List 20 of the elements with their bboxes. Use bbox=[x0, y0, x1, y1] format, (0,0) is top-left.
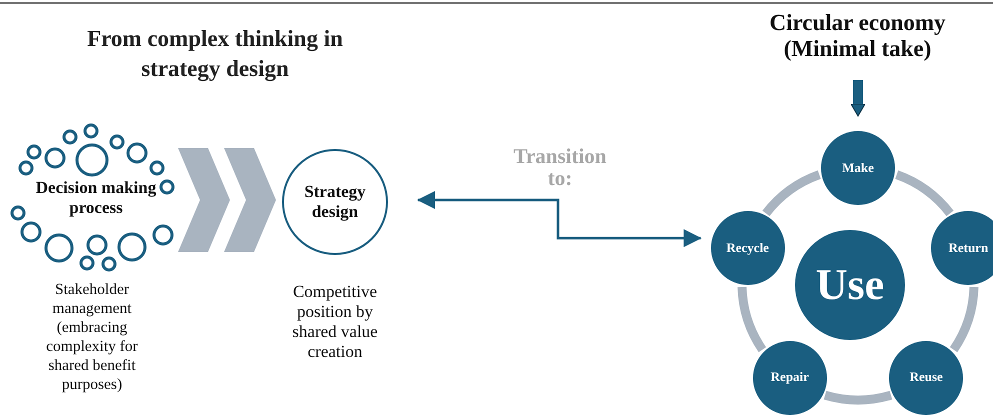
connector-arrow bbox=[417, 191, 702, 248]
down-arrow bbox=[850, 80, 866, 116]
node-label: Recycle bbox=[726, 240, 769, 256]
heading: Circular economy (Minimal take) bbox=[768, 10, 947, 62]
node-label: Use bbox=[816, 260, 884, 310]
cycle-connector bbox=[894, 170, 954, 216]
caption-text: Stakeholder management (embracing complexity for shared benefit purposes) bbox=[45, 280, 139, 394]
chevron-arrow bbox=[178, 148, 276, 252]
node-label: Reuse bbox=[910, 370, 943, 386]
caption-text: Competitive position by shared value creation bbox=[291, 282, 379, 362]
node-label: Return bbox=[948, 240, 988, 256]
node-label: Repair bbox=[770, 370, 809, 386]
heading: From complex thinking in strategy design bbox=[86, 25, 344, 84]
node-label: Strategy design bbox=[303, 182, 367, 222]
cycle-connector bbox=[762, 170, 822, 216]
cycle-connector bbox=[738, 286, 766, 352]
cycle-connector bbox=[950, 286, 978, 352]
node-label: Make bbox=[842, 160, 874, 176]
cycle-connector bbox=[824, 390, 892, 404]
node-label: Decision making process bbox=[34, 178, 158, 218]
